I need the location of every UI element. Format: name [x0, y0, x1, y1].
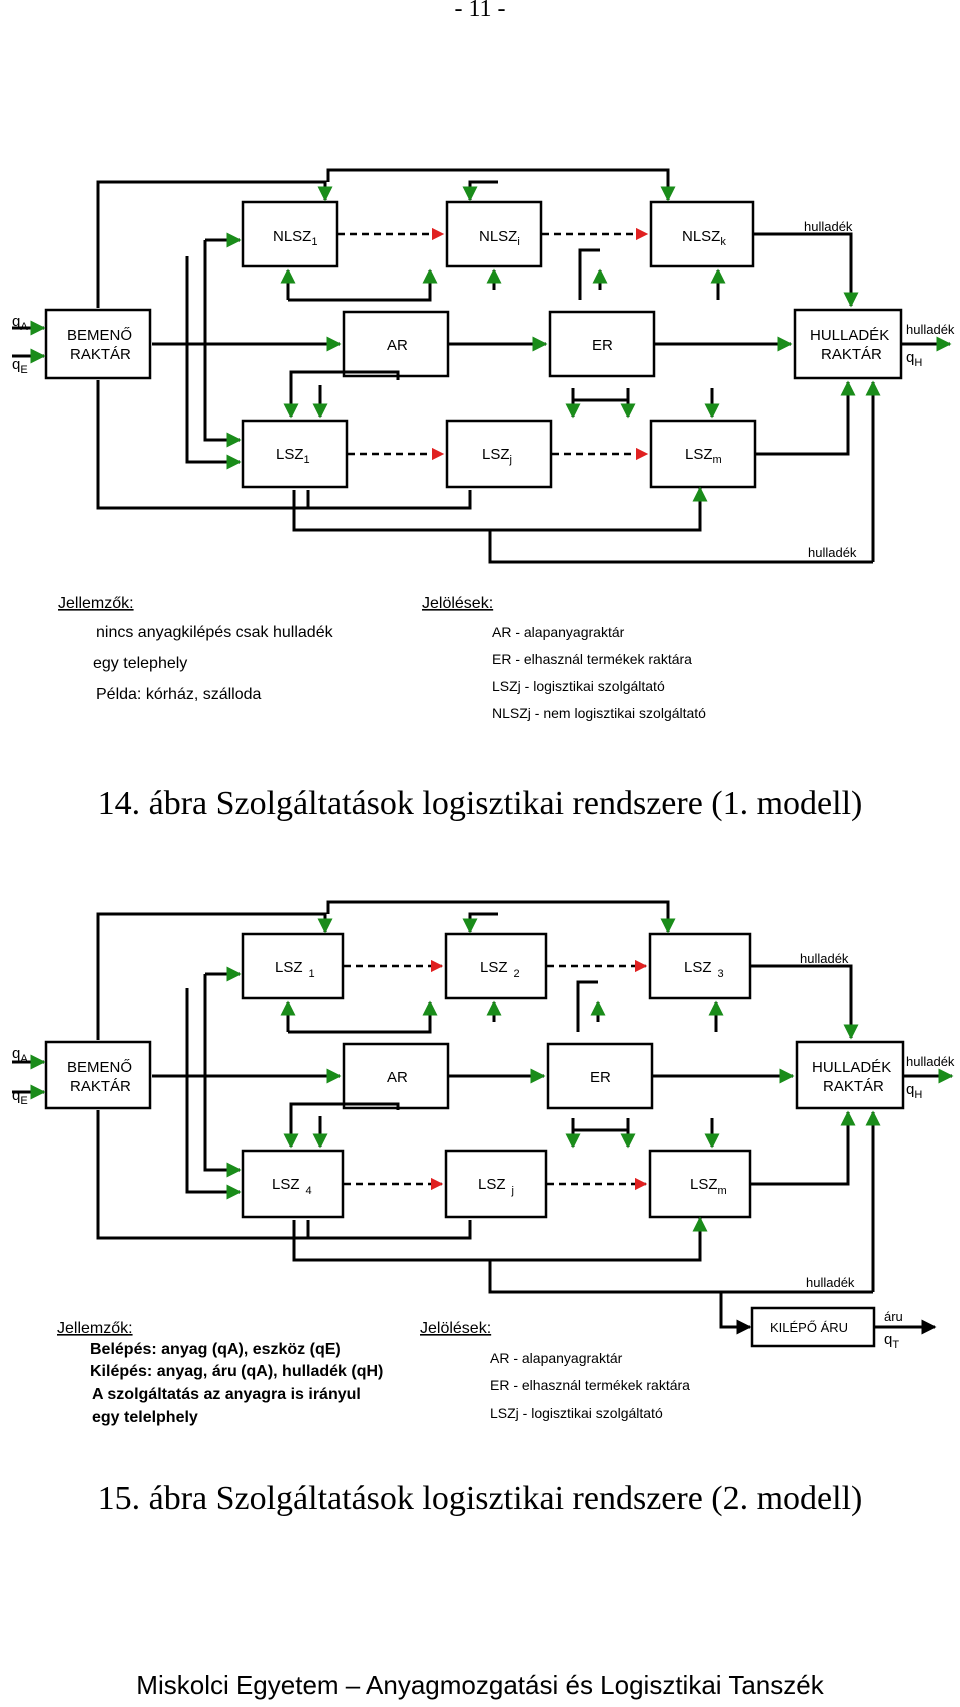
notation-3: NLSZj - nem logisztikai szolgáltató	[492, 705, 706, 721]
er-box	[548, 310, 656, 378]
lsz1-label: LSZ1	[276, 446, 310, 466]
notation-0: AR - alapanyagraktár	[492, 624, 625, 640]
waste-label-bottom: hulladék	[808, 545, 857, 560]
page-footer: Miskolci Egyetem – Anyagmozgatási és Log…	[136, 1670, 824, 1700]
bemeno-raktar-box	[44, 308, 152, 380]
hulladek-raktar-box-2	[795, 1040, 905, 1110]
feature-2: Példa: kórház, szálloda	[96, 686, 262, 703]
feature-1: egy telephely	[93, 655, 187, 672]
lszj-box-2	[444, 1149, 548, 1219]
figure-2-caption: 15. ábra Szolgáltatások logisztikai rend…	[97, 1480, 863, 1517]
hulladek-raktar-label-2-2: RAKTÁR	[823, 1078, 884, 1095]
bemeno-label-1-2: BEMENŐ	[67, 1059, 132, 1076]
nlszi-box	[445, 200, 543, 268]
lsz1-box-2	[241, 932, 345, 1000]
figure-1-caption: 14. ábra Szolgáltatások logisztikai rend…	[97, 785, 863, 822]
feature-2-3: egy telelphely	[92, 1409, 198, 1426]
goods-label: áru	[884, 1309, 903, 1324]
kilepo-aru-label: KILÉPŐ ÁRU	[770, 1320, 848, 1335]
ar-label-2: AR	[387, 1069, 408, 1086]
notation-title: Jelölések:	[422, 595, 493, 612]
features-title: Jellemzők:	[58, 595, 134, 612]
lsz3-box-2	[648, 932, 752, 1000]
lsz2-box-2	[444, 932, 548, 1000]
feature-2-2: A szolgáltatás az anyagra is irányul	[92, 1386, 361, 1403]
input-qe-label-2: qE	[12, 1087, 28, 1107]
feature-2-0: Belépés: anyag (qA), eszköz (qE)	[90, 1341, 341, 1358]
nlsz1-label: NLSZ1	[273, 228, 317, 248]
feed-nlszi	[462, 180, 498, 202]
notation-2-0: AR - alapanyagraktár	[490, 1350, 623, 1366]
hulladek-raktar-box	[793, 308, 903, 380]
feature-0: nincs anyagkilépés csak hulladék	[96, 624, 334, 641]
ar-label: AR	[387, 337, 408, 354]
nlsz1-box	[241, 200, 339, 268]
ar-box-2	[342, 1042, 450, 1110]
input-qa-label: qA	[12, 313, 28, 333]
bemeno-raktar-box-2	[44, 1040, 152, 1110]
nlszk-box	[649, 200, 755, 268]
lszm-box	[649, 419, 757, 489]
lszj-box	[445, 419, 553, 489]
input-qe-label: qE	[12, 356, 28, 376]
lsz1-box	[241, 419, 349, 489]
hulladek-raktar-label-1-2: HULLADÉK	[812, 1059, 891, 1076]
nlszk-label: NLSZk	[682, 228, 726, 248]
lszm-label: LSZm	[685, 446, 722, 466]
page-number: - 11 -	[454, 0, 506, 22]
bemeno-label-1: BEMENŐ	[67, 327, 132, 344]
output-qh-label-2: qH	[906, 1081, 922, 1101]
features-title-2: Jellemzők:	[57, 1320, 133, 1337]
waste-label-top: hulladék	[804, 219, 853, 234]
notation-1: ER - elhasznál termékek raktára	[492, 651, 692, 667]
lszm-to-hulladek	[756, 380, 856, 456]
feature-2-1: Kilépés: anyag, áru (qA), hulladék (qH)	[90, 1363, 383, 1380]
hulladek-raktar-label-1: HULLADÉK	[810, 327, 889, 344]
output-waste-label-2: hulladék	[906, 1054, 955, 1069]
notation-2: LSZj - logisztikai szolgáltató	[492, 678, 665, 694]
hulladek-raktar-label-2: RAKTÁR	[821, 346, 882, 363]
to-kilepo-aru	[719, 1292, 752, 1335]
nlszi-label: NLSZi	[479, 228, 520, 248]
waste-label-bottom-2: hulladék	[806, 1275, 855, 1290]
lszj-label: LSZj	[482, 446, 512, 466]
notation-title-2: Jelölések:	[420, 1320, 491, 1337]
bemeno-label-2-2: RAKTÁR	[70, 1078, 131, 1095]
lsz4-box-2	[241, 1149, 345, 1219]
output-qh-label: qH	[906, 349, 922, 369]
kilepo-aru-box	[750, 1306, 876, 1348]
lszm-label-2: LSZm	[690, 1176, 727, 1197]
input-qa-label-2: qA	[12, 1045, 28, 1065]
er-label: ER	[592, 337, 613, 354]
output-qt-label: qT	[884, 1331, 899, 1351]
figure-1-diagram: NLSZ1 NLSZi NLSZk BEMENŐ RAKTÁR AR ER HU…	[12, 168, 955, 721]
er-label-2: ER	[590, 1069, 611, 1086]
left-feed-lsz1	[203, 240, 242, 448]
waste-label-top-2: hulladék	[800, 951, 849, 966]
notation-2-2: LSZj - logisztikai szolgáltató	[490, 1405, 663, 1421]
bemeno-label-2: RAKTÁR	[70, 346, 131, 363]
notation-2-1: ER - elhasznál termékek raktára	[490, 1377, 690, 1393]
feed-nlszk	[326, 168, 670, 198]
nlszk-to-hulladek	[754, 232, 859, 308]
output-waste-label: hulladék	[906, 322, 955, 337]
